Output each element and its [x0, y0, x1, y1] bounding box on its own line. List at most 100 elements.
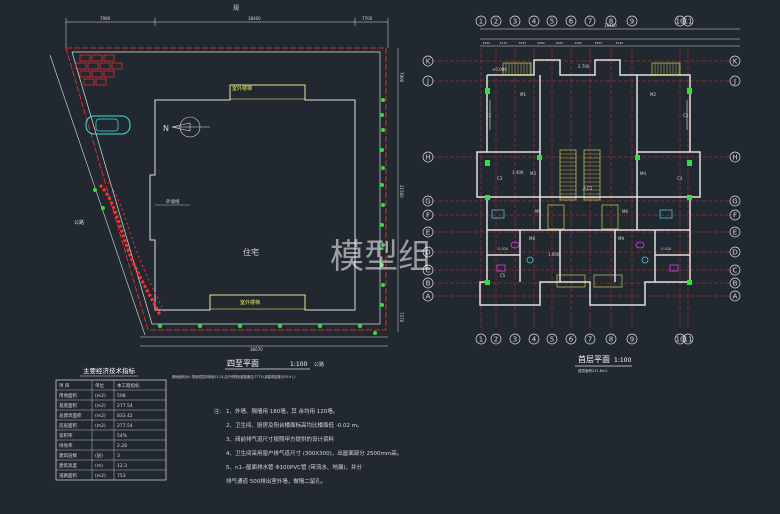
room-tag: M3 — [530, 171, 536, 176]
econ-table-title: 主要经济技术指标 — [83, 366, 136, 375]
grid-bubble-bottom-label: 1 — [479, 336, 483, 344]
fp-dim-top: 2460 — [575, 41, 583, 45]
fp-elev-5: -0.020 — [497, 247, 508, 251]
room-tag: M5 — [535, 209, 541, 214]
grid-bubble-left-label: K — [426, 58, 431, 66]
trees — [93, 98, 385, 335]
grid-bubble-right: J — [729, 75, 741, 87]
grid-bubble-top: 7 — [584, 15, 596, 27]
grid-bubble-bottom: 7 — [584, 333, 596, 345]
watermark-text: 模型组 — [330, 237, 432, 277]
notes-prefix: 注： — [214, 408, 224, 415]
grid-bubble-bottom: 4 — [528, 333, 540, 345]
grid-bubble-top-label: 5 — [550, 18, 554, 26]
grid-bubble-left-label: A — [426, 293, 431, 301]
econ-table-cell: 277.54 — [117, 403, 133, 409]
site-dim-right-2: 21500 — [399, 185, 404, 198]
grid-bubble-bottom-label: 5 — [550, 336, 554, 344]
columns — [485, 88, 692, 285]
grid-bubble-top-label: 4 — [532, 18, 537, 26]
fp-elev-4: 1.900 — [548, 252, 560, 257]
grid-bubble-top: 6 — [565, 15, 577, 27]
economic-indicators-table: 主要经济技术指标 项 目单位本工程指标用地面积(m2)508基底面积(m2)27… — [55, 366, 167, 481]
grid-bubble-left-label: J — [426, 78, 429, 86]
grid-bubble-top: 8 — [605, 15, 617, 27]
fp-dim-top: 4270 — [500, 41, 508, 45]
grid-bubble-top: 3 — [509, 15, 521, 27]
landscape-paving — [75, 54, 123, 86]
grid-bubble-left-label: D — [425, 249, 430, 257]
grid-bubble-top-label: 1 — [479, 18, 483, 26]
fp-dim-top: 2080 — [537, 41, 545, 45]
grid-bubble-bottom-label: 2 — [494, 336, 498, 344]
econ-header-cell: 单位 — [95, 382, 104, 389]
sanitary-fixtures — [496, 241, 679, 272]
note-line-4: 4、卫生间采用窗户排气道尺寸 (300X300)，出屋面部分 2500mm高。 — [226, 449, 402, 457]
econ-table-cell: 508 — [117, 393, 126, 399]
grid-bubble-left: G — [422, 195, 434, 207]
floor-plan-walls — [476, 59, 701, 306]
grid-bubble-bottom: 8 — [605, 333, 617, 345]
note-line-3: 3、阀前排气道尺寸按照甲方提供的设计资料 — [226, 435, 335, 443]
grid-bubble-top-label: 2 — [494, 18, 498, 26]
grid-bubble-left: H — [422, 151, 434, 163]
grid-bubble-left: A — [422, 290, 434, 302]
grid-bubble-left-label: F — [426, 212, 430, 220]
car-icon — [85, 115, 131, 135]
room-tag: C3 — [497, 176, 503, 181]
grid-bubble-bottom: 9 — [626, 333, 638, 345]
grid-bubble-top-label: 11 — [684, 18, 693, 26]
grid-bubble-bottom: 6 — [565, 333, 577, 345]
fp-dim-top: 3255 — [595, 41, 603, 45]
grid-bubble-bottom: 2 — [490, 333, 502, 345]
floor-plan-scale: 1:100 — [614, 357, 631, 364]
outer-wall-label: 外墙线 — [166, 198, 180, 205]
grid-bubble-left: C — [422, 264, 434, 276]
grid-bubble-top: 2 — [490, 15, 502, 27]
econ-table-cell: 道路面积 — [59, 472, 77, 479]
room-tag: M4 — [640, 171, 646, 176]
grid-bubble-bottom-label: 9 — [630, 336, 634, 344]
grid-bubble-right: A — [729, 290, 741, 302]
grid-bubble-top: 9 — [626, 15, 638, 27]
grid-bubble-bottom-label: 8 — [609, 336, 613, 344]
north-label: N — [163, 124, 169, 133]
econ-table-cell: 3 — [117, 453, 120, 459]
grid-bubble-right-label: B — [733, 280, 738, 288]
floor-plan-title: 首层平面 — [578, 354, 610, 364]
grid-bubble-bottom-label: 10 — [676, 336, 685, 344]
grid-bubble-bottom-label: 3 — [513, 336, 517, 344]
grid-bubble-bottom: 5 — [546, 333, 558, 345]
note-line-2: 2、卫生间、厨房及阳台楼面标高均比楼面低 -0.02 m。 — [226, 421, 363, 429]
fp-elev-3: 3.400 — [512, 170, 524, 175]
grid-bubble-top: 10 — [674, 15, 686, 27]
econ-table-cell: (m2) — [95, 413, 106, 419]
grid-bubble-bottom: 11 — [682, 333, 694, 345]
grid-bubble-left-label: H — [425, 154, 430, 162]
econ-table-cell: 54% — [117, 433, 128, 439]
grid-bubble-right-label: G — [732, 198, 737, 206]
econ-header-cell: 本工程指标 — [117, 382, 140, 389]
grid-bubble-right: H — [729, 151, 741, 163]
econ-table-cell: (m2) — [95, 403, 106, 409]
fp-dim-top: 2540 — [616, 41, 624, 45]
note-line-1: 1、外墙、隔墙用 180墙，其 余均用 120墙。 — [226, 407, 338, 415]
econ-table-cell: 用地面积 — [59, 392, 77, 399]
grid-bubble-right-label: C — [733, 267, 738, 275]
grid-bubble-right: C — [729, 264, 741, 276]
grid-bubble-left: E — [422, 226, 434, 238]
floor-plan-area-note: 首层面积231.6m2 — [578, 368, 608, 373]
grid-bubble-right: E — [729, 226, 741, 238]
grid-bubble-top-label: 3 — [513, 18, 517, 26]
building-label: 住宅 — [243, 247, 259, 257]
grid-bubble-bottom: 1 — [475, 333, 487, 345]
econ-table-cell: 12.3 — [117, 463, 127, 469]
econ-table-cell: (m2) — [95, 393, 106, 399]
econ-table-cell: 总建筑面积 — [59, 412, 82, 419]
room-tag: C2 — [683, 113, 689, 118]
site-plan-scale: 1:100 — [290, 361, 307, 368]
fp-elev-1: ±0.000 — [492, 67, 507, 72]
